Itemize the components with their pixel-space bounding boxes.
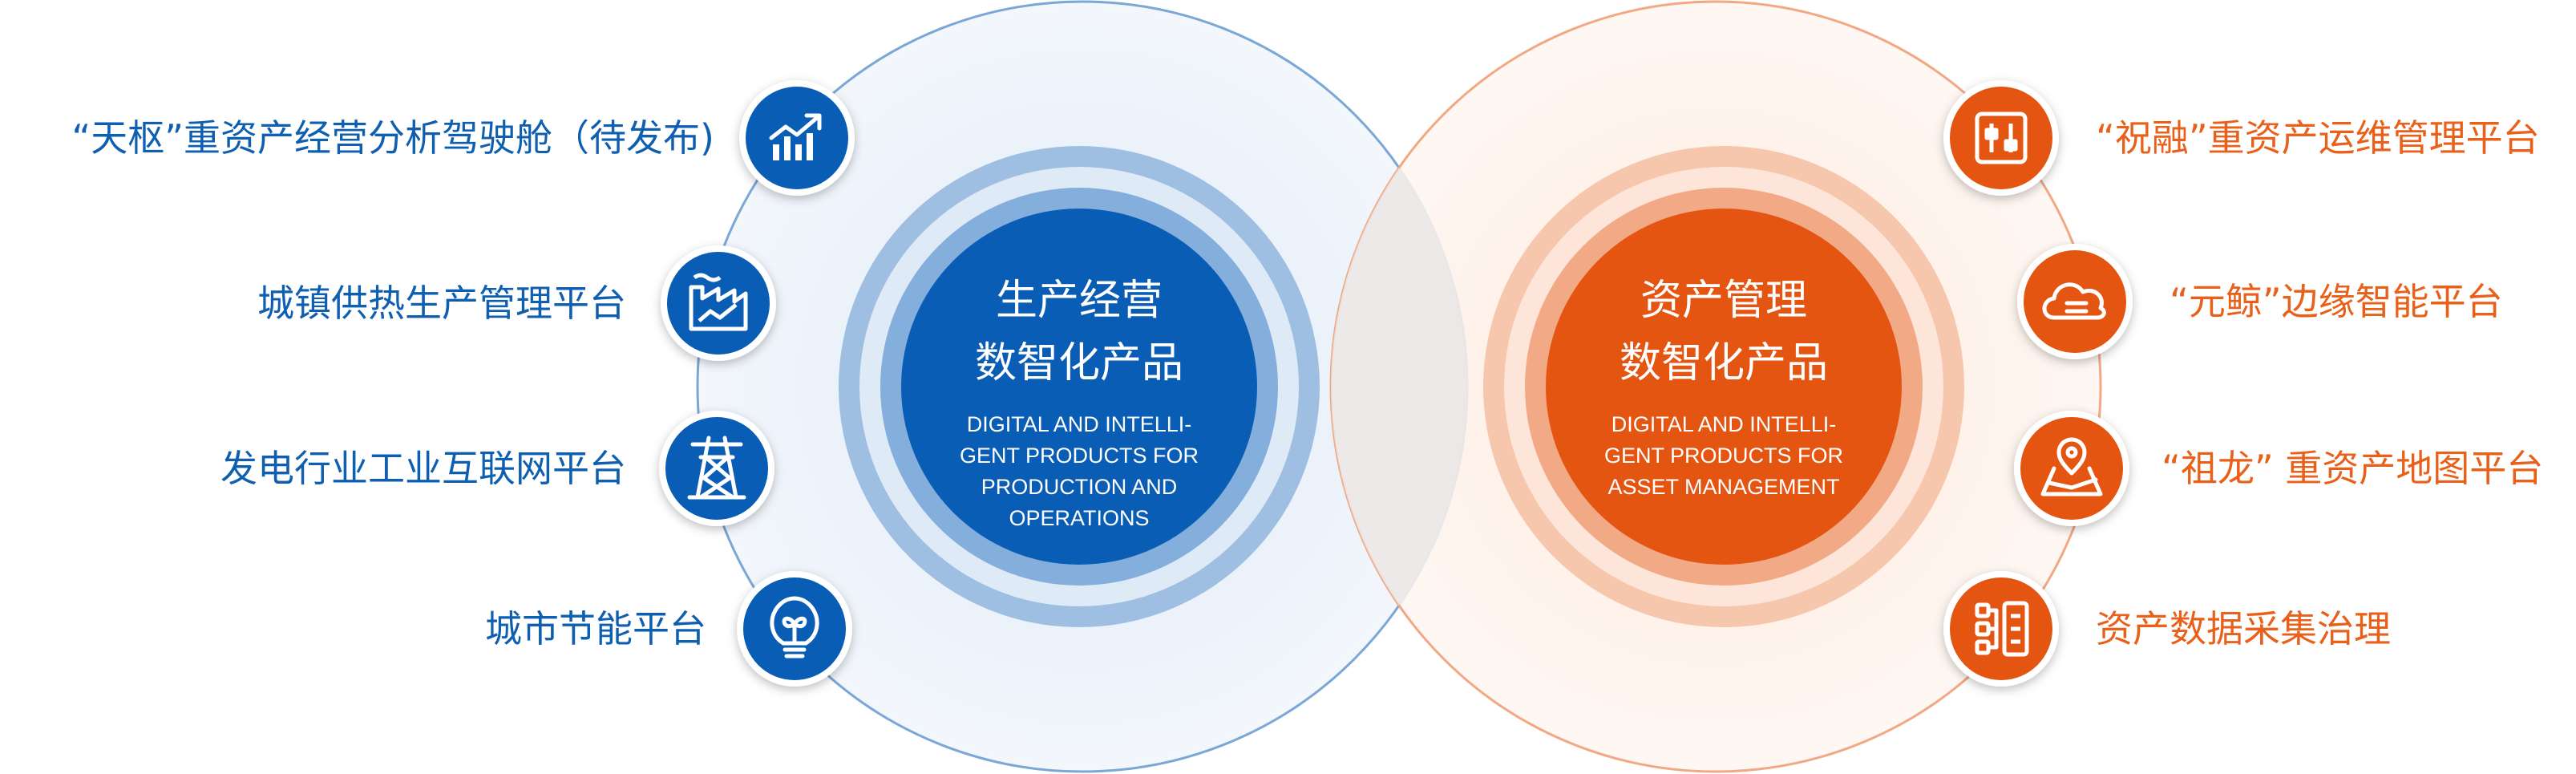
right-item-label-4: 资产数据采集治理: [2096, 607, 2391, 650]
left-hub-subtitle-line2: GENT PRODUCTS FOR: [959, 444, 1199, 468]
left-item-label-1: “天枢”重资产经营分析驾驶舱（待发布): [71, 116, 714, 160]
right-hub-subtitle-line3: ASSET MANAGEMENT: [1607, 475, 1840, 499]
left-hub-subtitle-line3: PRODUCTION AND: [981, 475, 1178, 499]
factory-icon: [661, 245, 776, 361]
left-hub-subtitle-line4: OPERATIONS: [1009, 506, 1150, 530]
left-item-label-3: 发电行业工业互联网平台: [220, 447, 626, 490]
left-hub-title-line2: 数智化产品: [974, 339, 1183, 387]
data-list-icon: [1943, 571, 2059, 687]
right-hub-subtitle-line2: GENT PRODUCTS FOR: [1603, 444, 1843, 468]
left-hub-subtitle-line1: DIGITAL AND INTELLI-: [966, 412, 1192, 436]
left-item-label-2: 城镇供热生产管理平台: [257, 282, 626, 325]
control-panel-icon: [1943, 80, 2059, 196]
right-hub-subtitle: DIGITAL AND INTELLI- GENT PRODUCTS FOR A…: [1555, 409, 1892, 503]
right-hub-title-line1: 资产管理: [1640, 277, 1807, 325]
right-item-label-1: “祝融”重资产运维管理平台: [2096, 116, 2540, 160]
left-hub-title-line1: 生产经营: [995, 277, 1163, 325]
right-item-label-3: “祖龙” 重资产地图平台: [2161, 447, 2544, 490]
chart-growth-icon: [739, 80, 855, 196]
right-hub-rings: [1483, 146, 1964, 627]
left-hub-rings: [839, 146, 1320, 627]
left-hub-center: 生产经营 数智化产品 DIGITAL AND INTELLI- GENT PRO…: [911, 269, 1248, 534]
lightbulb-icon: [737, 571, 852, 687]
map-pin-icon: [2014, 411, 2129, 526]
right-hub-title-line2: 数智化产品: [1619, 339, 1828, 387]
power-tower-icon: [659, 411, 774, 526]
cloud-icon: [2017, 244, 2133, 359]
left-item-label-4: 城市节能平台: [485, 607, 706, 650]
right-hub-subtitle-line1: DIGITAL AND INTELLI-: [1611, 412, 1837, 436]
right-item-label-2: “元鲸”边缘智能平台: [2170, 280, 2503, 323]
right-hub-center: 资产管理 数智化产品 DIGITAL AND INTELLI- GENT PRO…: [1555, 269, 1892, 503]
left-hub-subtitle: DIGITAL AND INTELLI- GENT PRODUCTS FOR P…: [911, 409, 1248, 534]
